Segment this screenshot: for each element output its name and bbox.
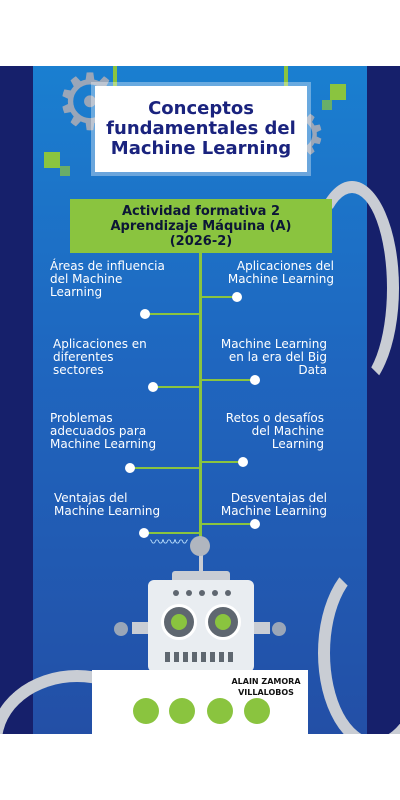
timeline-dot bbox=[250, 519, 260, 529]
topic-big-data: Machine Learning en la era del Big Data bbox=[220, 337, 327, 377]
author-name: ALAIN ZAMORA VILLALOBOS bbox=[231, 677, 301, 697]
timeline-dot bbox=[125, 463, 135, 473]
subtitle: Actividad formativa 2 Aprendizaje Máquin… bbox=[110, 203, 292, 249]
robotic-arm-icon bbox=[318, 556, 400, 734]
connector-line bbox=[201, 379, 255, 381]
topic-aplicaciones: Aplicaciones del Machine Learning bbox=[227, 259, 334, 286]
topic-desventajas: Desventajas del Machine Learning bbox=[220, 491, 327, 518]
topic-areas-influencia: Áreas de influencia del Machine Learning bbox=[50, 259, 165, 299]
left-navy-border bbox=[0, 66, 33, 734]
decor-circle bbox=[169, 698, 195, 724]
connector-line bbox=[153, 386, 201, 388]
robot-arm-left bbox=[132, 622, 148, 634]
robot-hand-right bbox=[272, 622, 286, 636]
topic-aplicaciones-sectores: Aplicaciones en diferentes sectores bbox=[53, 337, 147, 377]
timeline-dot bbox=[139, 528, 149, 538]
robot-arm-right bbox=[254, 622, 270, 634]
connector-line bbox=[201, 296, 237, 298]
topic-problemas: Problemas adecuados para Machine Learnin… bbox=[50, 411, 157, 451]
decor-circle bbox=[133, 698, 159, 724]
robot-bolt bbox=[199, 590, 205, 596]
decor-square bbox=[322, 100, 332, 110]
robot-antenna-ball bbox=[190, 536, 210, 556]
title-box: Conceptos fundamentales del Machine Lear… bbox=[95, 86, 307, 172]
topic-ventajas: Ventajas del Machine Learning bbox=[54, 491, 161, 518]
decor-square bbox=[330, 84, 346, 100]
robot-hand-left bbox=[114, 622, 128, 636]
page-title: Conceptos fundamentales del Machine Lear… bbox=[106, 98, 296, 159]
decor-square bbox=[44, 152, 60, 168]
timeline-dot bbox=[140, 309, 150, 319]
topic-retos: Retos o desafíos del Machine Learning bbox=[225, 411, 324, 451]
subtitle-box: Actividad formativa 2 Aprendizaje Máquin… bbox=[70, 199, 332, 253]
decor-circle bbox=[207, 698, 233, 724]
connector-line bbox=[130, 467, 201, 469]
timeline-line bbox=[199, 253, 202, 553]
decor-square bbox=[60, 166, 70, 176]
robot-bolt bbox=[225, 590, 231, 596]
lightning-spark: 〰〰〰 bbox=[150, 535, 188, 551]
infographic-poster: ⚙ ⚙ Conceptos fundamentales del Machine … bbox=[0, 66, 400, 734]
robot-bolt bbox=[173, 590, 179, 596]
robot-eye-right bbox=[205, 604, 241, 640]
title-hanger bbox=[113, 66, 117, 88]
robot-mouth bbox=[165, 652, 237, 662]
robot-bolt bbox=[212, 590, 218, 596]
timeline-dot bbox=[148, 382, 158, 392]
decor-circle bbox=[244, 698, 270, 724]
connector-line bbox=[201, 461, 243, 463]
connector-line bbox=[145, 313, 201, 315]
connector-line bbox=[201, 523, 255, 525]
title-hanger bbox=[284, 66, 288, 88]
robot-bolt bbox=[186, 590, 192, 596]
timeline-dot bbox=[238, 457, 248, 467]
timeline-dot bbox=[232, 292, 242, 302]
robot-eye-left bbox=[161, 604, 197, 640]
timeline-dot bbox=[250, 375, 260, 385]
connector-line bbox=[144, 532, 201, 534]
robot-antenna bbox=[199, 548, 203, 574]
author-box bbox=[92, 670, 308, 734]
